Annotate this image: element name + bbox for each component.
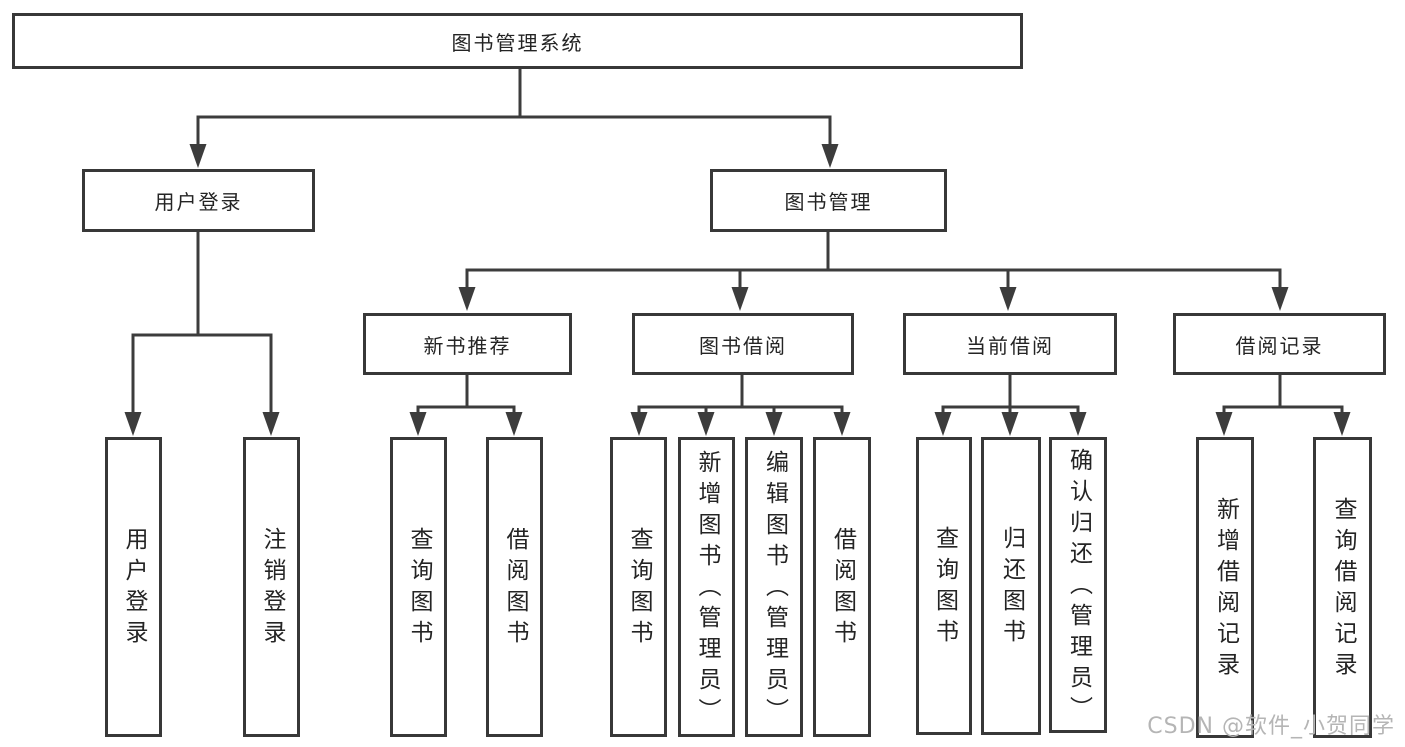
- node-borrow-record-label: 借阅记录: [1235, 333, 1324, 358]
- leaf-user-login: 用户登录: [105, 437, 162, 737]
- node-root: 图书管理系统: [12, 13, 1023, 69]
- leaf-query-books-current-label: 查询图书: [931, 526, 958, 650]
- leaf-edit-book-admin-label: 编辑图书（管理员）: [761, 449, 788, 729]
- node-current-borrow-label: 当前借阅: [966, 333, 1054, 358]
- leaf-add-borrow-record: 新增借阅记录: [1196, 437, 1254, 738]
- node-book-management-label: 图书管理: [784, 190, 873, 214]
- leaf-borrow-books-recommend: 借阅图书: [486, 437, 543, 737]
- node-new-book-recommend: 新书推荐: [363, 313, 572, 375]
- leaf-query-books-borrow-label: 查询图书: [626, 527, 652, 651]
- leaf-user-login-label: 用户登录: [121, 527, 147, 651]
- leaf-query-borrow-record: 查询借阅记录: [1313, 437, 1372, 738]
- node-borrow-record: 借阅记录: [1173, 313, 1386, 375]
- node-book-borrow-label: 图书借阅: [699, 333, 787, 358]
- leaf-confirm-return-admin: 确认归还（管理员）: [1049, 437, 1107, 733]
- csdn-watermark: CSDN @软件_小贺同学: [1147, 714, 1395, 739]
- leaf-add-borrow-record-label: 新增借阅记录: [1212, 496, 1239, 683]
- leaf-return-book-label: 归还图书: [998, 526, 1025, 650]
- leaf-edit-book-admin: 编辑图书（管理员）: [745, 437, 803, 737]
- leaf-borrow-books-recommend-label: 借阅图书: [502, 527, 528, 651]
- node-book-management: 图书管理: [710, 169, 947, 232]
- leaf-query-borrow-record-label: 查询借阅记录: [1330, 496, 1356, 683]
- leaf-confirm-return-admin-label: 确认归还（管理员）: [1065, 447, 1092, 727]
- leaf-borrow-books: 借阅图书: [813, 437, 871, 737]
- leaf-query-books-borrow: 查询图书: [610, 437, 667, 737]
- leaf-borrow-books-label: 借阅图书: [829, 527, 856, 651]
- node-book-borrow: 图书借阅: [632, 313, 854, 375]
- leaf-query-books-recommend: 查询图书: [390, 437, 447, 737]
- node-root-label: 图书管理系统: [451, 30, 584, 55]
- node-user-login: 用户登录: [82, 169, 315, 232]
- leaf-query-books-current: 查询图书: [916, 437, 972, 735]
- leaf-logout-login-label: 注销登录: [259, 527, 285, 651]
- leaf-add-book-admin: 新增图书（管理员）: [678, 437, 735, 737]
- node-new-book-recommend-label: 新书推荐: [423, 333, 512, 358]
- leaf-logout-login: 注销登录: [243, 437, 300, 737]
- leaf-add-book-admin-label: 新增图书（管理员）: [694, 449, 720, 729]
- leaf-return-book: 归还图书: [981, 437, 1041, 735]
- node-current-borrow: 当前借阅: [903, 313, 1117, 375]
- leaf-query-books-recommend-label: 查询图书: [406, 527, 432, 651]
- node-user-login-label: 用户登录: [154, 190, 243, 214]
